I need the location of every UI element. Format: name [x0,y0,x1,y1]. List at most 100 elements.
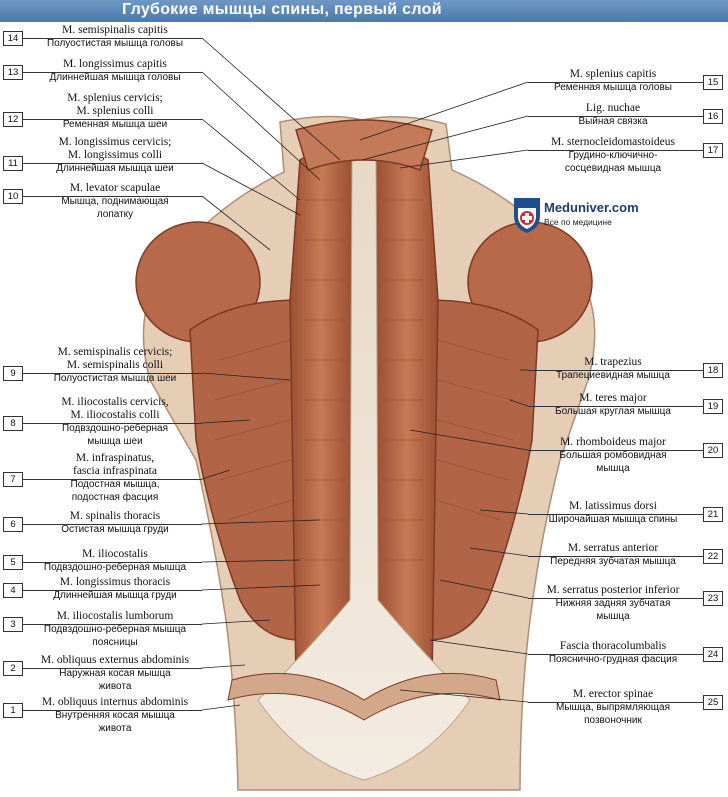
label-8: M. iliocostalis cervicis,M. iliocostalis… [30,396,200,448]
latin-name: M. iliocostalis lumborum [56,610,174,622]
label-underline [4,524,202,525]
label-number: 4 [3,583,23,598]
russian-name: Подвздошно-реберная [61,423,168,434]
label-number: 5 [3,555,23,570]
russian-name: лопатку [96,209,134,220]
label-number: 23 [703,591,723,606]
latin-name: M. serratus anterior [567,542,659,554]
russian-name: Мышца, выпрямляющая [556,702,670,713]
label-underline [528,406,704,407]
russian-name: позвоночник [584,715,642,726]
label-number: 14 [3,31,23,46]
thoracolumbar-fascia [257,139,471,781]
latin-name: M. iliocostalis colli [70,409,160,421]
label-underline [4,38,202,39]
latin-name: M. infraspinatus, [75,452,155,464]
label-number: 20 [703,443,723,458]
title-bar: Глубокие мышцы спины, первый слой [0,0,728,22]
russian-name: Длиннейшая мышца груди [53,590,177,601]
russian-name: Длиннейшая мышца головы [49,72,181,83]
russian-name: Мышца, поднимающая [61,196,169,207]
label-underline [4,119,202,120]
russian-name: Полуостистая мышца головы [46,38,184,49]
russian-name: поясницы [92,637,138,648]
latin-name: M. levator scapulae [69,182,161,194]
latin-name: M. iliocostalis [82,548,148,560]
label-number: 25 [703,695,723,710]
label-underline [528,450,704,451]
label-number: 19 [703,399,723,414]
label-underline [4,72,202,73]
russian-name: подостная фасция [71,492,159,503]
russian-name: Большая ромбовидная [559,450,667,461]
russian-name: сосцевидная мышца [564,163,662,174]
logo-tagline: Все по медицине [544,217,612,227]
label-underline [4,710,202,711]
latin-name: M. sternocleidomastoideus [551,136,675,148]
russian-name: Подостная мышца, [70,479,160,490]
label-underline [4,668,202,669]
russian-name: живота [98,723,132,734]
latin-name: M. obliquus internus abdominis [41,696,189,708]
latin-name: M. trapezius [584,356,642,368]
label-number: 10 [3,189,23,204]
label-underline [4,163,202,164]
latin-name: Fascia thoracolumbalis [559,640,667,652]
latin-name: M. splenius capitis [569,68,657,80]
russian-name: Выйная связка [578,116,648,127]
label-underline [4,590,202,591]
label-number: 24 [703,647,723,662]
label-number: 1 [3,703,23,718]
label-underline [528,598,704,599]
label-underline [4,479,202,480]
latin-name: M. serratus posterior inferior [546,584,680,596]
label-number: 6 [3,517,23,532]
russian-name: мышца [596,463,630,474]
label-underline [4,196,202,197]
label-number: 13 [3,65,23,80]
russian-name: Наружная косая мышца [59,668,171,679]
label-9: M. semispinalis cervicis;M. semispinalis… [30,346,200,385]
label-underline [4,624,202,625]
label-underline [528,370,704,371]
label-underline [528,702,704,703]
label-underline [528,150,704,151]
label-number: 17 [703,143,723,158]
russian-name: Трапециевидная мышца [556,370,670,381]
latin-name: M. longissimus colli [67,149,163,161]
russian-name: Грудино-ключично- [568,150,658,161]
russian-name: Передняя зубчатая мышца [550,556,676,567]
page-title: Глубокие мышцы спины, первый слой [122,1,442,18]
latin-name: M. semispinalis capitis [62,24,168,36]
russian-name: мышца шеи [87,436,143,447]
label-underline [528,82,704,83]
label-underline [528,116,704,117]
russian-name: Длиннейшая мышца шеи [56,163,174,174]
russian-name: Внутренняя косая мышца [55,710,175,721]
latin-name: M. semispinalis cervicis; [57,346,173,358]
latin-name: M. teres major [579,392,647,404]
latin-name: M. iliocostalis cervicis, [61,396,169,408]
russian-name: Пояснично-грудная фасция [548,654,678,665]
left-latissimus [189,299,301,641]
label-underline [528,556,704,557]
russian-name: Подвздошно-реберная мышца [43,562,187,573]
label-number: 21 [703,507,723,522]
label-underline [4,373,202,374]
latin-name: M. erector spinae [572,688,654,700]
russian-name: Полуостистая мышца шеи [53,373,177,384]
label-number: 2 [3,661,23,676]
